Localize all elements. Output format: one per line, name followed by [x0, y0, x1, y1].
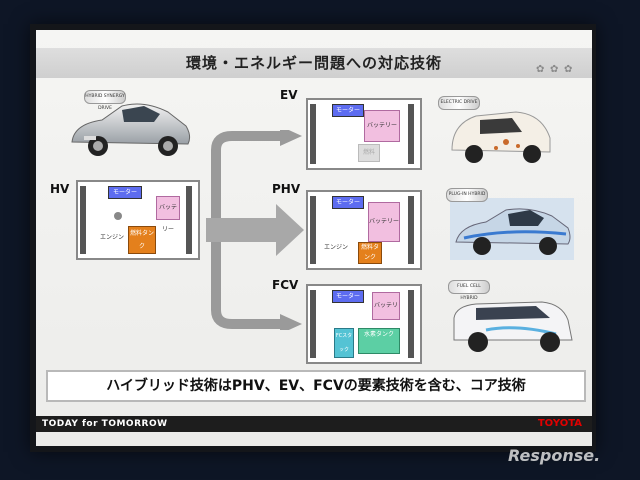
fcv-battery: バッテリー: [372, 292, 400, 335]
sprout-icon: ✿: [564, 64, 573, 75]
phv-badge: PLUG-IN HYBRID: [446, 188, 488, 202]
hv-motor: モーター: [108, 186, 142, 199]
phv-label: PHV: [272, 182, 301, 196]
toyota-logo: TOYOTA: [537, 418, 582, 429]
hv-engine: エンジン: [100, 234, 125, 241]
footer-slogan: TODAY for TOMORROW: [42, 419, 168, 429]
ev-badge: ELECTRIC DRIVE: [438, 96, 480, 110]
sprout-icon: ✿: [550, 64, 559, 75]
phv-motor: モーター: [332, 196, 364, 209]
sprout-icon: ✿: [536, 64, 545, 75]
hv-battery: バッテリー: [156, 196, 180, 233]
ev-diagram: モーター バッテリー 燃料: [306, 98, 422, 170]
ev-battery: バッテリー: [364, 110, 400, 142]
hv-car-image: [71, 103, 191, 156]
summary-box: ハイブリッド技術はPHV、EV、FCVの要素技術を含む、コア技術: [46, 370, 586, 402]
phv-fuel-tank: 燃料タンク: [358, 242, 382, 264]
fcv-label: FCV: [272, 278, 299, 292]
ev-label: EV: [280, 88, 298, 102]
title-band: [36, 48, 592, 78]
footer-band: [36, 416, 592, 432]
ev-motor: モーター: [332, 104, 364, 117]
phv-diagram: モーター バッテリー 燃料タンク エンジン: [306, 190, 422, 270]
slide-title: 環境・エネルギー問題への対応技術: [185, 54, 442, 72]
response-watermark: Response.: [508, 446, 601, 465]
fcv-car-image: [453, 301, 573, 352]
phv-engine: エンジン: [324, 244, 349, 251]
hv-badge: HYBRID SYNERGY DRIVE: [84, 90, 126, 111]
fcv-fc-stack: FCスタック: [334, 328, 354, 358]
arrow-graphic: [206, 130, 304, 330]
hv-label: HV: [50, 182, 70, 196]
hv-diagram: モーター バッテリー 燃料タンク エンジン: [76, 180, 200, 260]
fcv-motor: モーター: [332, 290, 364, 303]
gear-icon: [114, 212, 122, 220]
fcv-hydrogen-tank: 水素タンク: [358, 328, 400, 354]
fcv-diagram: モーター バッテリー FCスタック 水素タンク: [306, 284, 422, 364]
slide: 環境・エネルギー問題への対応技術 ✿ ✿ ✿ HYBRID SYNERGY DR…: [36, 30, 592, 446]
phv-battery: バッテリー: [368, 202, 400, 242]
hv-fuel-tank: 燃料タンク: [128, 226, 156, 254]
phv-car-image: [455, 208, 571, 255]
ev-car-image: [451, 111, 551, 163]
ev-fuel-ghost: 燃料: [358, 144, 380, 162]
fcv-badge: FUEL CELL HYBRID: [448, 280, 490, 301]
